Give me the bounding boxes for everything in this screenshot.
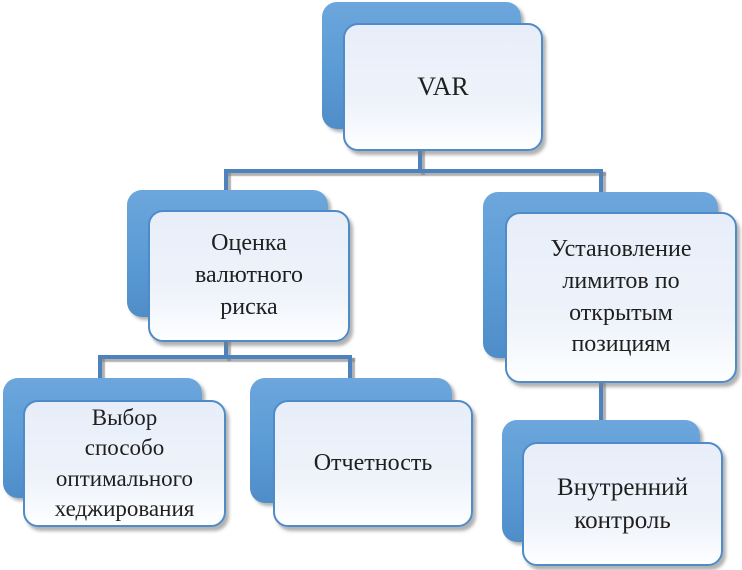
connector-drop-limit-setting: [599, 169, 603, 196]
node-hedging-choice: Выбор способо оптимального хеджирования: [3, 378, 228, 527]
connector-drop-internal-control: [599, 362, 603, 422]
node-var-front-panel: VAR: [343, 23, 543, 151]
connector-drop-risk-assessment: [224, 169, 228, 194]
node-risk-assessment-label: Оценка валютного риска: [194, 230, 304, 320]
node-reporting-front-panel: Отчетность: [273, 400, 473, 527]
connector-risk-assessment-crossbar: [98, 355, 352, 359]
node-reporting-label: Отчетность: [313, 449, 433, 476]
connector-drop-reporting: [348, 355, 352, 381]
node-internal-control-label: Внутренний контроль: [557, 474, 688, 534]
connector-var-stem: [418, 130, 422, 172]
node-limit-setting-front-panel: Установление лимитов по открытым позиция…: [505, 212, 737, 383]
node-limit-setting-label: Установление лимитов по открытым позиция…: [550, 236, 692, 358]
node-risk-assessment: Оценка валютного риска: [127, 190, 350, 342]
node-hedging-choice-label: Выбор способо оптимального хеджирования: [54, 404, 195, 521]
node-hedging-choice-front-panel: Выбор способо оптимального хеджирования: [23, 400, 226, 527]
node-risk-assessment-front-panel: Оценка валютного риска: [148, 210, 350, 342]
connector-drop-hedging-choice: [98, 355, 102, 381]
node-internal-control-front-panel: Внутренний контроль: [522, 442, 723, 566]
node-var: VAR: [322, 2, 543, 151]
node-reporting: Отчетность: [250, 378, 473, 527]
node-var-label: VAR: [417, 71, 469, 101]
node-internal-control: Внутренний контроль: [502, 420, 723, 566]
node-limit-setting: Установление лимитов по открытым позиция…: [483, 192, 737, 383]
connector-var-crossbar: [224, 169, 603, 173]
